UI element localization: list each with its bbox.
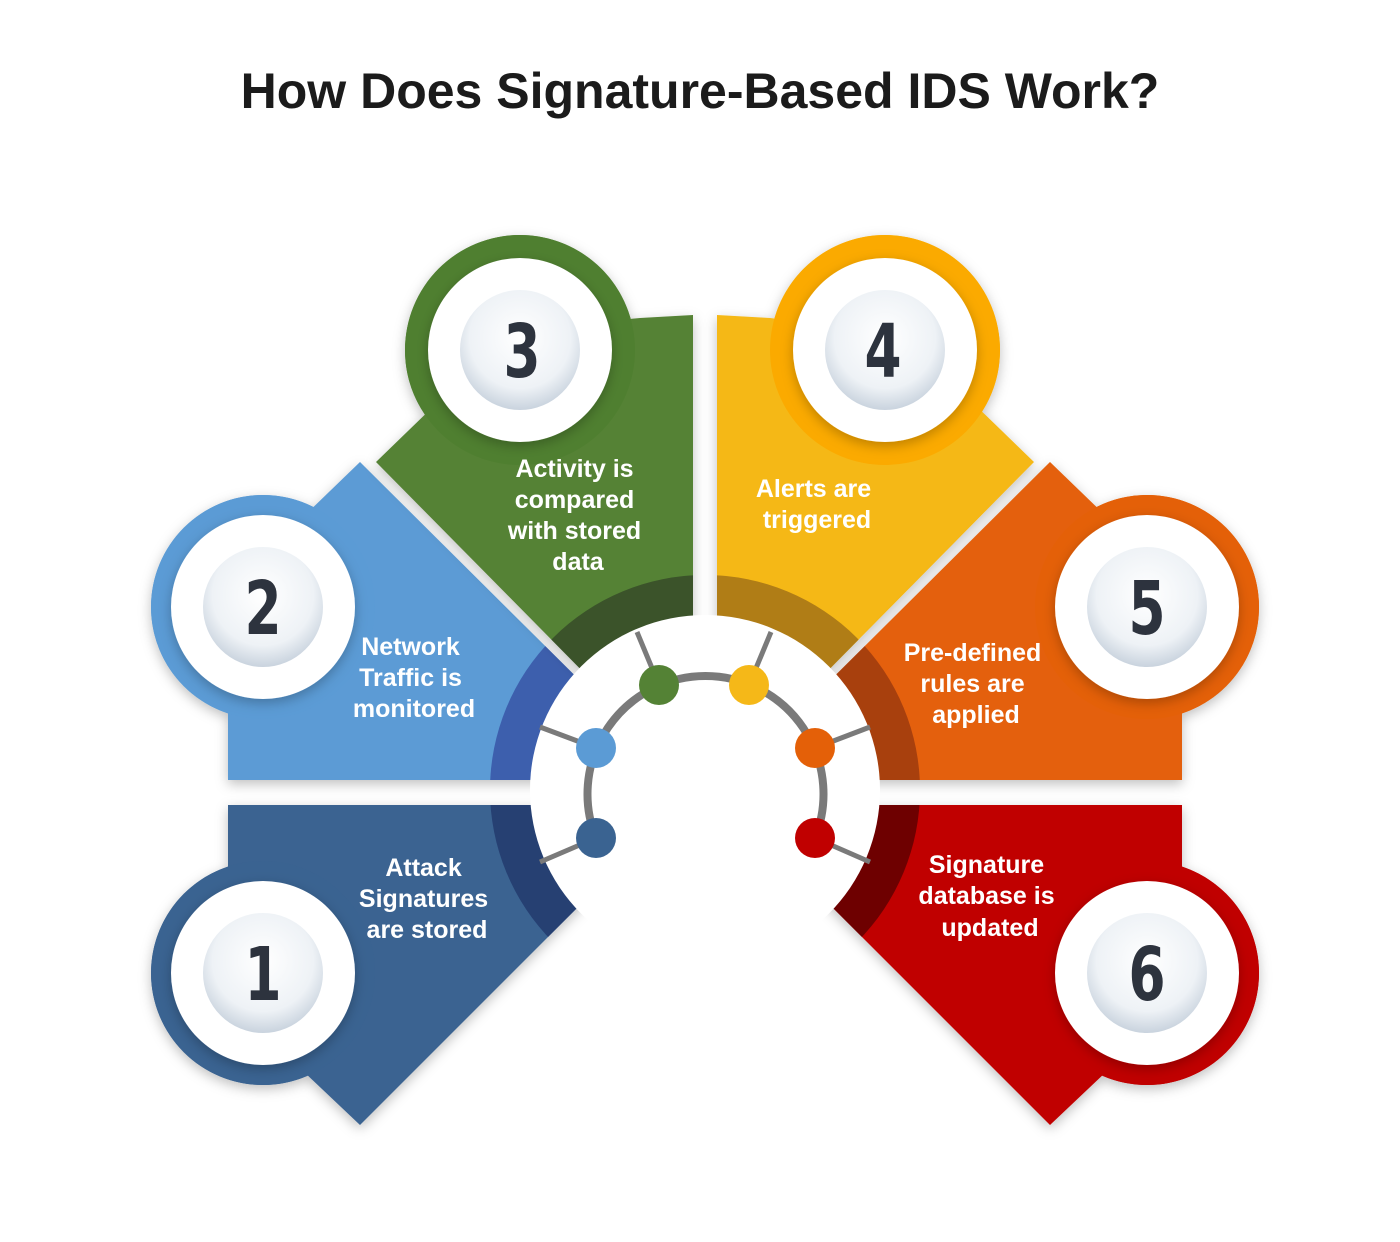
segment-5-label: Pre-defined rules are applied (904, 639, 1048, 729)
svg-text:3: 3 (503, 309, 540, 395)
number-badge-5: 5 (1035, 495, 1259, 719)
svg-text:1: 1 (244, 932, 281, 1018)
segment-3-label: Activity is compared with stored data (507, 455, 648, 576)
connector-arc (583, 672, 828, 840)
segment-2-label: Network Traffic is monitored (353, 633, 475, 723)
number-badge-4: 4 (770, 235, 1000, 465)
svg-text:2: 2 (244, 566, 281, 652)
segment-4-label: Alerts are triggered (756, 475, 878, 534)
connector-dot-2 (576, 728, 616, 768)
svg-text:4: 4 (864, 309, 901, 395)
number-badge-6: 6 (1035, 861, 1259, 1085)
segment-6-label: Signature database is updated (918, 851, 1061, 942)
connector-dot-5 (795, 728, 835, 768)
connector-dot-6 (795, 818, 835, 858)
page-title: How Does Signature-Based IDS Work? (240, 63, 1160, 119)
segment-1-label: Attack Signatures are stored (359, 854, 495, 944)
svg-text:6: 6 (1128, 932, 1165, 1018)
connector-dot-3 (639, 665, 679, 705)
connector-dot-1 (576, 818, 616, 858)
center-hole (530, 615, 880, 965)
number-badge-3: 3 (405, 235, 635, 465)
svg-text:5: 5 (1128, 566, 1165, 652)
number-badge-2: 2 (151, 495, 375, 719)
number-badge-1: 1 (151, 861, 375, 1085)
connector-dot-4 (729, 665, 769, 705)
